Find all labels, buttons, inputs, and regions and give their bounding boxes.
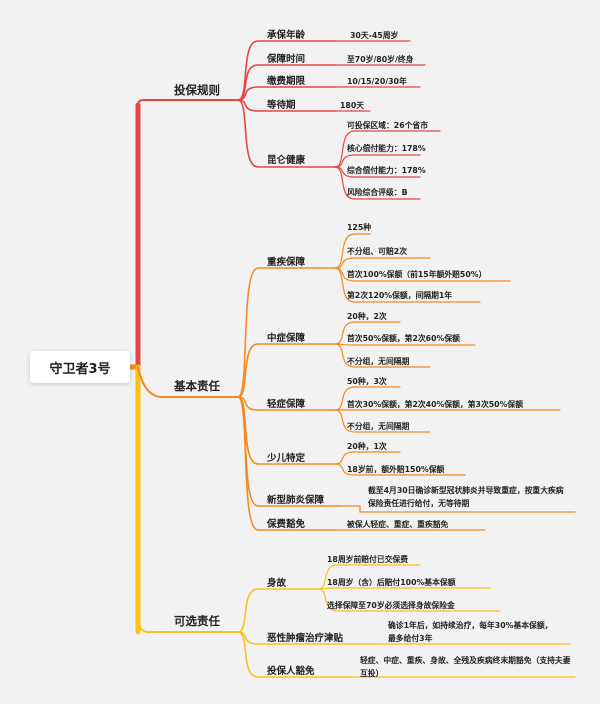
node-waiting[interactable]: 等待期	[267, 100, 296, 111]
critical-item-line	[334, 233, 371, 269]
death-item-line	[317, 564, 421, 590]
death-item: 18周岁前赔付已交保费	[327, 555, 409, 564]
rules-child-line	[237, 40, 336, 101]
leaf-line	[339, 505, 576, 513]
moderate-item: 首次50%保额，第2次60%保额	[347, 334, 460, 343]
critical-item: 不分组、可赔2次	[347, 247, 408, 256]
rules-child-line	[237, 99, 336, 112]
child-item-line	[334, 451, 401, 465]
root-node[interactable]: 守卫者3号	[30, 351, 130, 383]
mild-item-line	[334, 409, 431, 433]
insurer-item-line	[334, 166, 421, 200]
mild-item: 首次30%保额，第2次40%保额，第3次50%保额	[347, 400, 523, 409]
basic-child-line	[237, 396, 336, 531]
branch-basic-label[interactable]: 基本责任	[174, 379, 220, 393]
node-critical[interactable]: 重疾保障	[267, 257, 306, 268]
policyholder-value: 轻症、中症、重疾、身故、全残及疾病终末期豁免（支持夫妻互投）	[360, 656, 571, 678]
optional-child-line	[237, 631, 351, 678]
node-payment-value: 10/15/20/30年	[347, 77, 407, 86]
branch-rules-line	[137, 99, 239, 106]
branch-optional-label[interactable]: 可选责任	[174, 614, 220, 628]
node-death[interactable]: 身故	[267, 578, 287, 589]
node-mild[interactable]: 轻症保障	[267, 399, 306, 410]
child-item-line	[334, 463, 466, 476]
node-term-value: 至70岁/80岁/终身	[347, 55, 414, 64]
basic-child-line	[237, 396, 336, 411]
node-covid[interactable]: 新型肺炎保障	[267, 495, 325, 506]
moderate-item-line	[334, 321, 401, 345]
critical-item: 125种	[347, 223, 372, 232]
insurer-item: 可投保区域：26个省市	[347, 121, 429, 130]
mild-item: 50种，3次	[347, 377, 387, 386]
cancer-value: 确诊1年后，如持续治疗，每年30%基本保额，最多给付3年	[388, 621, 553, 643]
branch-basic-line	[137, 366, 239, 398]
child-item: 18岁前，额外赔150%保额	[347, 465, 445, 474]
branch-rules-label[interactable]: 投保规则	[174, 83, 220, 97]
critical-item-line	[334, 257, 431, 269]
node-waiver[interactable]: 保费豁免	[267, 519, 306, 530]
mild-item: 不分组，无间隔期	[347, 422, 410, 431]
basic-child-line	[237, 267, 336, 398]
node-term[interactable]: 保障时间	[267, 54, 306, 65]
insurer-item: 核心偿付能力：178%	[347, 144, 426, 153]
waiver-value: 被保人轻症、重症、重疾豁免	[347, 520, 449, 529]
basic-child-line	[237, 343, 336, 398]
optional-child-line	[237, 588, 319, 633]
mild-item-line	[334, 386, 401, 411]
node-moderate[interactable]: 中症保障	[267, 333, 306, 344]
death-item: 选择保障至70岁必须选择身故保险金	[327, 601, 455, 610]
node-age[interactable]: 承保年龄	[267, 30, 306, 41]
child-item: 20种，1次	[347, 442, 387, 451]
node-waiting-value: 180天	[340, 101, 365, 110]
critical-item: 首次100%保额（前15年额外赔50%）	[347, 270, 487, 279]
death-item-line	[317, 587, 491, 590]
branch-optional-line	[137, 619, 239, 633]
rules-child-line	[237, 99, 336, 168]
critical-item: 第2次120%保额，间隔期1年	[347, 291, 453, 300]
death-item: 18周岁（含）后赔付100%基本保额	[327, 578, 456, 587]
death-item-line	[317, 588, 501, 612]
covid-value: 截至4月30日确诊新型冠状肺炎并导致重症，按重大疾病保险责任进行给付，无等待期	[368, 486, 564, 508]
node-insurer[interactable]: 昆仑健康	[267, 155, 306, 166]
moderate-item: 20种，2次	[347, 312, 387, 321]
critical-item-line	[334, 267, 481, 303]
node-cancer[interactable]: 恶性肿瘤治疗津贴	[267, 633, 344, 644]
insurer-item-line	[334, 130, 441, 168]
insurer-item-line	[334, 154, 421, 168]
insurer-item: 综合偿付能力：178%	[347, 166, 426, 175]
moderate-item: 不分组，无间隔期	[347, 357, 410, 366]
moderate-item-line	[334, 343, 476, 346]
moderate-item-line	[334, 343, 431, 368]
root-label: 守卫者3号	[49, 361, 111, 377]
node-payment[interactable]: 缴费期限	[267, 76, 306, 87]
insurer-item: 风险综合评级：B	[347, 188, 408, 197]
node-age-value: 30天-45周岁	[350, 31, 399, 40]
node-policyholder[interactable]: 投保人豁免	[267, 666, 315, 677]
node-child[interactable]: 少儿特定	[267, 453, 306, 464]
